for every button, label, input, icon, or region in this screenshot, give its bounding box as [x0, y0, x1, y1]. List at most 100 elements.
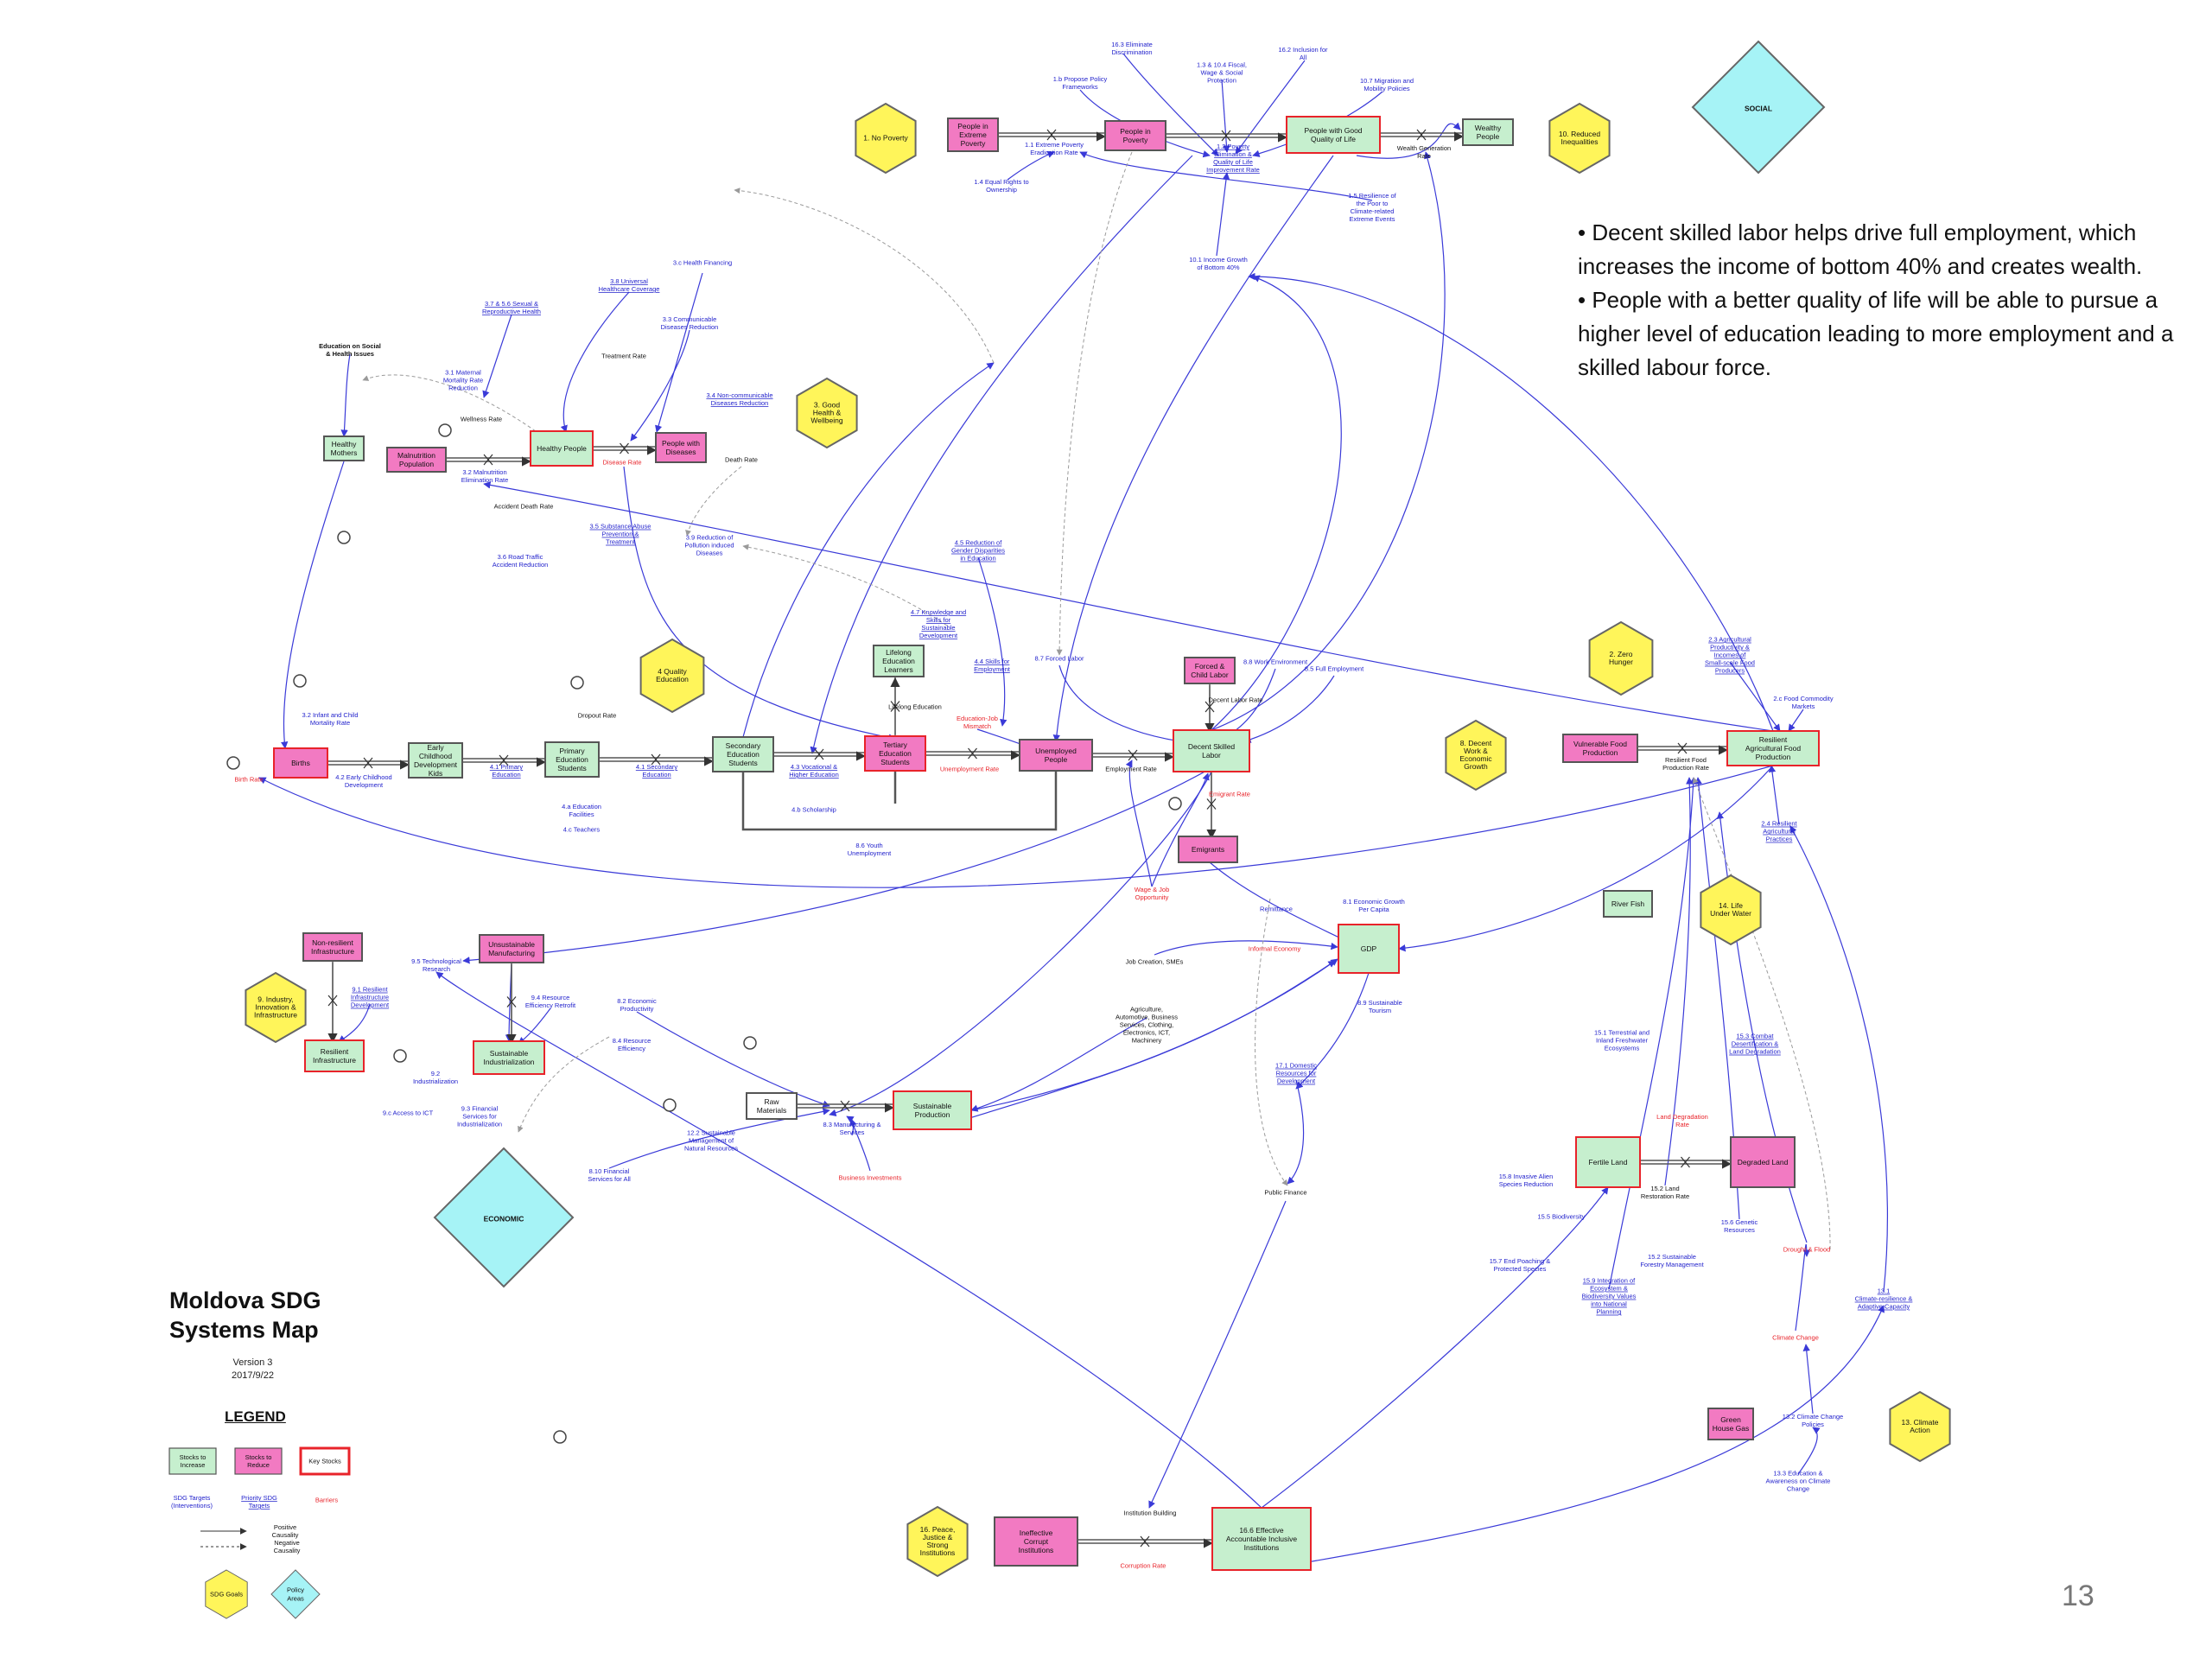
- label-15-5-biodiversity[interactable]: 15.5 Biodiversity: [1537, 1213, 1585, 1221]
- label-remittance[interactable]: Remittance: [1260, 906, 1293, 913]
- stock-births[interactable]: Births: [273, 747, 328, 779]
- causal-link: [280, 461, 345, 749]
- stock-fertile-land[interactable]: Fertile Land: [1575, 1136, 1641, 1188]
- label-public-finance: Public Finance: [1264, 1189, 1306, 1197]
- label-4-b-scholarship[interactable]: 4.b Scholarship: [791, 806, 836, 814]
- label-8-7-forced-labor[interactable]: 8.7 Forced Labor: [1034, 655, 1084, 663]
- label-8-3-manufacturing-and-services[interactable]: 8.3 Manufacturing &Services: [823, 1121, 880, 1136]
- stock-emigrants[interactable]: Emigrants: [1178, 836, 1238, 863]
- label-8-8-work-environment[interactable]: 8.8 Work Environment: [1243, 658, 1308, 666]
- stock-healthy-people[interactable]: Healthy People: [530, 430, 594, 467]
- stock-gdp[interactable]: GDP: [1338, 924, 1400, 974]
- label-4-3-vocational-and-higher-education[interactable]: 4.3 Vocational &Higher Education: [789, 763, 839, 779]
- label-4-c-teachers[interactable]: 4.c Teachers: [563, 826, 601, 834]
- stock-river-fish[interactable]: River Fish: [1603, 890, 1653, 918]
- stock-forced-labor[interactable]: Forced &Child Labor: [1184, 657, 1236, 684]
- label-15-7-end-poaching-and-protected-species[interactable]: 15.7 End Poaching &Protected Species: [1490, 1257, 1550, 1273]
- label-9-c-access-to-ict[interactable]: 9.c Access to ICT: [383, 1109, 434, 1117]
- label-3-c-health-financing[interactable]: 3.c Health Financing: [673, 259, 732, 267]
- stock-degraded-land[interactable]: Degraded Land: [1730, 1136, 1796, 1188]
- label-8-5-full-employment[interactable]: 8.5 Full Employment: [1305, 665, 1364, 673]
- label-3-7-and-5-6-sexual-and-reproductive-heal[interactable]: 3.7 & 5.6 Sexual &Reproductive Health: [482, 300, 541, 315]
- causal-links-layer: [258, 53, 1888, 1571]
